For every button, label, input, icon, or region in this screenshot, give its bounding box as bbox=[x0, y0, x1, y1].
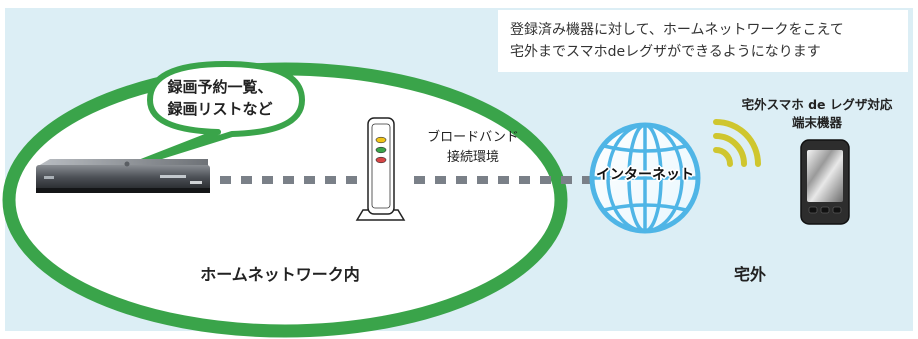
info-note: 登録済み機器に対して、ホームネットワークをこえて 宅外までスマホdeレグザができ… bbox=[498, 10, 908, 72]
home-network-ring bbox=[2, 62, 568, 338]
globe-icon bbox=[589, 122, 701, 234]
internet-label: インターネット bbox=[596, 167, 694, 183]
outside-label: 宅外 bbox=[733, 265, 766, 284]
info-note-line-1: 登録済み機器に対して、ホームネットワークをこえて bbox=[510, 22, 844, 38]
home-network-label: ホームネットワーク内 bbox=[200, 265, 360, 284]
speech-bubble bbox=[133, 61, 305, 167]
network-link bbox=[220, 176, 591, 184]
remote-device-label: 宅外スマホ de レグザ対応 端末機器 bbox=[717, 96, 917, 132]
broadband-label-line-1: ブロードバンド bbox=[427, 130, 519, 145]
broadband-label: ブロードバンド 接続環境 bbox=[418, 128, 528, 168]
remote-device-label-line-1: 宅外スマホ de レグザ対応 bbox=[741, 97, 893, 112]
broadband-label-line-2: 接続環境 bbox=[446, 150, 499, 165]
info-note-line-2: 宅外までスマホdeレグザができるようになります bbox=[510, 44, 821, 60]
remote-device-label-line-2: 端末機器 bbox=[791, 115, 842, 130]
router-device bbox=[355, 117, 406, 221]
smartphone-icon bbox=[800, 139, 850, 225]
bubble-text-line-2: 録画リストなど bbox=[167, 100, 273, 118]
bubble-text-line-1: 録画予約一覧、 bbox=[167, 78, 273, 96]
wifi-icon bbox=[713, 119, 761, 167]
recorder-device bbox=[36, 159, 210, 193]
bubble-text: 録画予約一覧、 録画リストなど bbox=[150, 76, 290, 120]
